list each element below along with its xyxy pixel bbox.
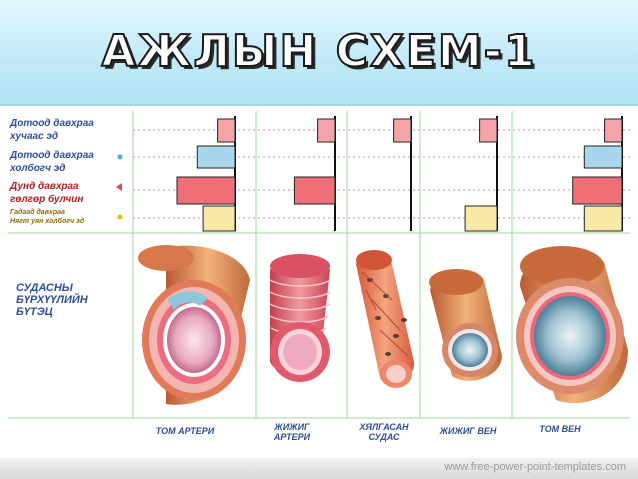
- layer-bar: [317, 118, 336, 143]
- layer-bar: [479, 118, 498, 143]
- layer-label-line: Дунд давхраа: [10, 181, 79, 192]
- artery-back-rim: [138, 245, 194, 271]
- vessel-name-line: ТОМ АРТЕРИ: [155, 426, 215, 436]
- layer-label-inner-epithelium: Дотоод давхраа хучаас эд: [10, 117, 94, 143]
- large-vein-illustration: [516, 246, 628, 404]
- small-artery-lumen: [283, 334, 317, 370]
- large-vein-lumen: [534, 296, 606, 376]
- title-bar: [0, 0, 638, 106]
- row-markers: [116, 154, 123, 220]
- vessel-name-line: АРТЕРИ: [273, 432, 311, 442]
- vessel-name-line: ЖИЖИГ ВЕН: [439, 426, 497, 436]
- slide-title: АЖЛЫН СХЕМ-1: [100, 25, 537, 78]
- vessel-name-capillary: ХЯЛГАСАН СУДАС: [350, 422, 418, 442]
- layer-label-outer-connective: Гадаад давхраа Нягт уян холбогч эд: [10, 208, 84, 226]
- capillary-illustration: [356, 250, 415, 388]
- vessel-name-small-artery: ЖИЖИГ АРТЕРИ: [262, 422, 322, 442]
- large-vein-back-rim: [520, 246, 604, 286]
- grid-lines: [8, 111, 630, 419]
- small-vein-back-rim: [429, 269, 483, 295]
- artery-inner-detail: [168, 291, 208, 310]
- row-marker-yellow-dot: [117, 214, 123, 220]
- layer-bar: [202, 205, 236, 232]
- large-artery-illustration: [138, 245, 250, 405]
- layer-bar: [393, 118, 412, 143]
- footer-bar: www.free-power-point-templates.com: [0, 458, 638, 479]
- layer-bars: [176, 116, 623, 232]
- structure-label-line: БҮРХҮҮЛИЙН: [16, 294, 88, 306]
- artery-lumen: [167, 307, 221, 373]
- layer-bar: [464, 205, 498, 232]
- structure-label-line: СУДАСНЫ: [16, 282, 73, 294]
- layer-bar: [583, 205, 623, 232]
- layer-label-line: Дотоод давхраа: [10, 118, 94, 129]
- small-vein-lumen: [452, 333, 488, 367]
- layer-label-line: хучаас эд: [10, 131, 59, 142]
- layer-bar: [583, 145, 623, 169]
- vessel-name-large-vein: ТОМ ВЕН: [520, 424, 600, 434]
- vessel-name-line: ЖИЖИГ: [274, 422, 310, 432]
- layer-bar: [176, 176, 236, 205]
- structure-label-line: БҮТЭЦ: [16, 306, 53, 318]
- capillary-wall: [356, 253, 415, 384]
- layer-bar: [196, 145, 236, 169]
- small-artery-back-rim: [270, 254, 330, 278]
- vessel-name-large-artery: ТОМ АРТЕРИ: [140, 426, 230, 436]
- layer-label-line: гөлгөр булчин: [10, 194, 84, 205]
- dotted-row-lines: [133, 129, 630, 219]
- footer-url: www.free-power-point-templates.com: [444, 461, 626, 473]
- layer-label-inner-connective: Дотоод давхраа холбогч эд: [10, 149, 94, 175]
- vessel-name-line: ХЯЛГАСАН: [359, 422, 409, 432]
- layer-label-line: холбогч эд: [10, 163, 66, 174]
- vessel-name-line: ТОМ ВЕН: [539, 424, 581, 434]
- small-artery-illustration: [269, 254, 331, 382]
- layer-bar: [217, 118, 236, 143]
- layer-label-middle-muscle: Дунд давхраа гөлгөр булчин: [10, 180, 83, 206]
- layer-bar: [572, 176, 623, 205]
- layer-label-line: Нягт уян холбогч эд: [10, 218, 85, 225]
- layer-label-line: Гадаад давхраа: [10, 209, 65, 216]
- row-marker-red-arrow: [116, 183, 122, 191]
- vessel-name-line: СУДАС: [368, 432, 400, 442]
- capillary-nuclei: [367, 278, 407, 356]
- layer-bar: [604, 118, 623, 143]
- layer-label-line: Дотоод давхраа: [10, 150, 94, 161]
- row-marker-blue-dot: [117, 154, 123, 160]
- capillary-back-rim: [356, 250, 392, 270]
- capillary-lumen: [386, 365, 406, 383]
- small-vein-illustration: [429, 269, 502, 381]
- capillary-cell-borders: [361, 271, 409, 357]
- layer-bar: [293, 176, 336, 205]
- vessel-name-small-vein: ЖИЖИГ ВЕН: [428, 426, 508, 436]
- structure-label: СУДАСНЫ БҮРХҮҮЛИЙН БҮТЭЦ: [16, 282, 88, 318]
